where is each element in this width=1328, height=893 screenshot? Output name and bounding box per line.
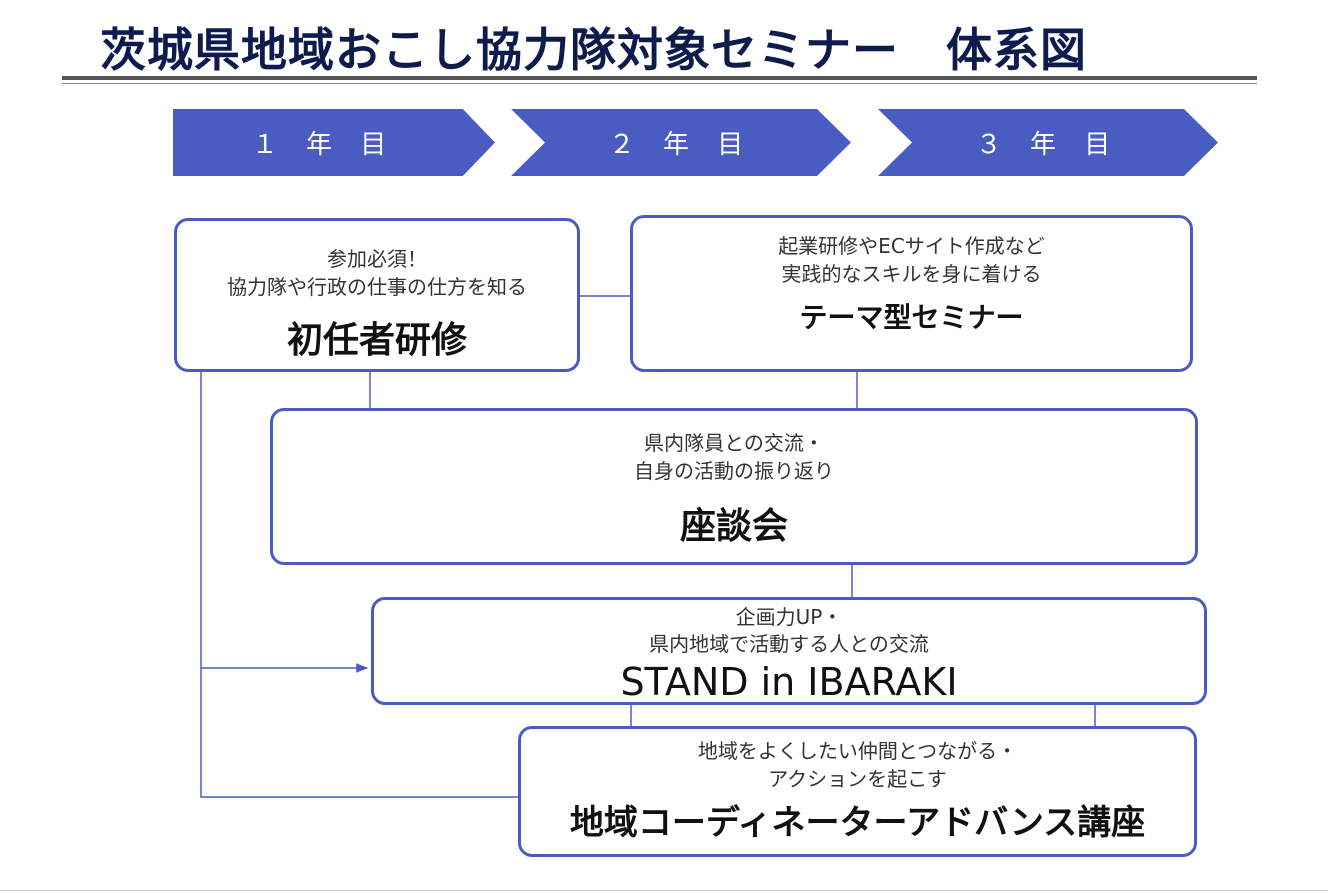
box-theme-seminar: 起業研修やECサイト作成など 実践的なスキルを身に着ける テーマ型セミナー xyxy=(630,215,1193,372)
theme-title: テーマ型セミナー xyxy=(799,301,1024,334)
title-underline-thin xyxy=(62,83,1257,84)
stand-desc-2: 県内地域で活動する人との交流 xyxy=(649,632,929,656)
year-3-arrow: ３ 年 目 xyxy=(878,109,1218,176)
shonin-title: 初任者研修 xyxy=(286,320,467,361)
box-zadankai: 県内隊員との交流・ 自身の活動の振り返り 座談会 xyxy=(270,408,1198,565)
stand-title: STAND in IBARAKI xyxy=(620,660,958,704)
box-coordinator-advance: 地域をよくしたい仲間とつながる・ アクションを起こす 地域コーディネーターアドバ… xyxy=(518,726,1197,857)
shonin-desc-2: 協力隊や行政の仕事の仕方を知る xyxy=(227,275,527,299)
zadankai-desc-2: 自身の活動の振り返り xyxy=(634,459,834,483)
connector-trunk xyxy=(200,372,532,802)
year-2-arrow: ２ 年 目 xyxy=(511,109,851,176)
theme-desc-1: 起業研修やECサイト作成など xyxy=(778,234,1045,258)
shonin-desc-1: 参加必須！ xyxy=(327,247,427,271)
coordinator-desc-1: 地域をよくしたい仲間とつながる・ xyxy=(697,739,1018,763)
theme-desc-2: 実践的なスキルを身に着ける xyxy=(781,262,1042,286)
title-underline xyxy=(62,76,1257,80)
zadankai-desc-1: 県内隊員との交流・ xyxy=(644,431,824,455)
year-1-arrow: １ 年 目 xyxy=(173,109,495,176)
stand-desc-1: 企画力UP・ xyxy=(735,605,843,629)
zadankai-title: 座談会 xyxy=(679,506,788,547)
box-shonin-kenshu: 参加必須！ 協力隊や行政の仕事の仕方を知る 初任者研修 xyxy=(174,218,580,372)
coordinator-title: 地域コーディネーターアドバンス講座 xyxy=(569,803,1146,843)
box-stand-in-ibaraki: 企画力UP・ 県内地域で活動する人との交流 STAND in IBARAKI xyxy=(371,597,1207,705)
footer-divider xyxy=(0,890,1328,891)
coordinator-desc-2: アクションを起こす xyxy=(768,767,947,791)
page-title: 茨城県地域おこし協力隊対象セミナー 体系図 xyxy=(100,23,1087,77)
